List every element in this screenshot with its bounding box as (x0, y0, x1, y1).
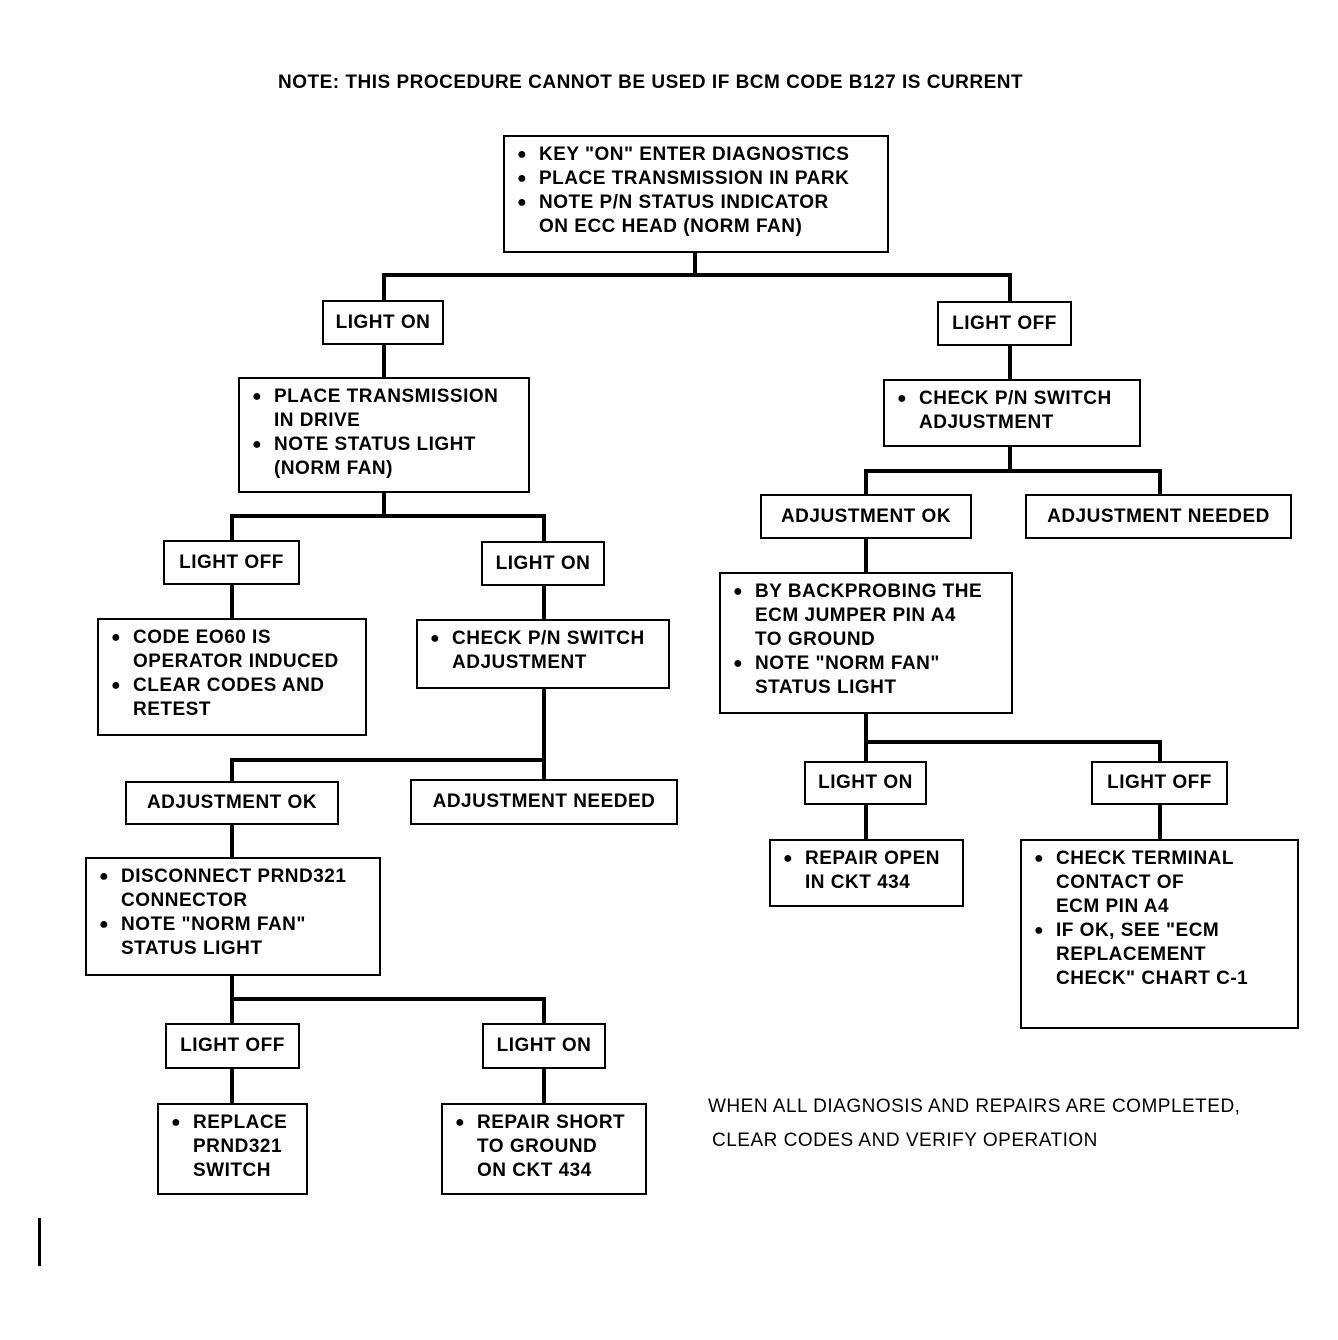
bullet-icon: ● (111, 677, 122, 694)
footer-note-line-2: CLEAR CODES AND VERIFY OPERATION (712, 1130, 1098, 1151)
instruction-item: ● IF OK, SEE "ECM REPLACEMENT CHECK" CHAR… (1034, 919, 1289, 991)
light-off-outcome-box: LIGHT OFF (937, 301, 1072, 346)
light-on-outcome-box: LIGHT ON (322, 300, 444, 345)
instruction-item: ● PLACE TRANSMISSION IN DRIVE (252, 385, 520, 433)
bullet-icon: ● (252, 436, 263, 453)
adjustment-ok-right-box: ADJUSTMENT OK (760, 494, 972, 539)
bullet-icon: ● (517, 146, 528, 163)
instruction-text: KEY "ON" ENTER DIAGNOSTICS (539, 144, 850, 165)
instruction-text: NOTE STATUS LIGHT (NORM FAN) (274, 434, 477, 479)
start-instructions-box: ● KEY "ON" ENTER DIAGNOSTICS ● PLACE TRANS… (503, 135, 889, 253)
instruction-text: PLACE TRANSMISSION IN PARK (539, 168, 850, 189)
instruction-item: ● NOTE STATUS LIGHT (NORM FAN) (252, 433, 520, 481)
revision-bar (38, 1218, 41, 1266)
bullet-icon: ● (1034, 922, 1045, 939)
place-drive-box: ● PLACE TRANSMISSION IN DRIVE ● NOTE STATU… (238, 377, 530, 493)
replace-prnd321-box: ● REPLACE PRND321 SWITCH (157, 1103, 308, 1195)
repair-open-box: ● REPAIR OPEN IN CKT 434 (769, 839, 964, 907)
instruction-text: CODE EO60 IS OPERATOR INDUCED (133, 627, 339, 672)
bullet-icon: ● (733, 655, 744, 672)
instruction-item: ● BY BACKPROBING THE ECM JUMPER PIN A4 TO… (733, 580, 1003, 652)
instruction-text: NOTE "NORM FAN" STATUS LIGHT (121, 914, 306, 959)
adjustment-ok-left-box: ADJUSTMENT OK (125, 781, 339, 825)
adjustment-needed-right-box: ADJUSTMENT NEEDED (1025, 494, 1292, 539)
instruction-text: DISCONNECT PRND321 CONNECTOR (121, 866, 347, 911)
disconnect-prnd321-box: ● DISCONNECT PRND321 CONNECTOR ● NOTE "NOR… (85, 857, 381, 976)
instruction-item: ● CHECK TERMINAL CONTACT OF ECM PIN A4 (1034, 847, 1289, 919)
bullet-icon: ● (517, 170, 528, 187)
instruction-item: ● NOTE "NORM FAN" STATUS LIGHT (733, 652, 1003, 700)
instruction-text: REPAIR SHORT TO GROUND ON CKT 434 (477, 1112, 626, 1181)
bullet-icon: ● (517, 194, 528, 211)
header-note: NOTE: THIS PROCEDURE CANNOT BE USED IF B… (278, 72, 1024, 93)
instruction-text: REPLACE PRND321 SWITCH (193, 1112, 288, 1181)
light-off-outcome-box: LIGHT OFF (163, 540, 300, 585)
instruction-item: ● REPAIR SHORT TO GROUND ON CKT 434 (455, 1111, 637, 1183)
instruction-text: NOTE P/N STATUS INDICATOR ON ECC HEAD (N… (539, 192, 829, 237)
adjustment-needed-left-box: ADJUSTMENT NEEDED (410, 779, 678, 825)
light-off-outcome-box: LIGHT OFF (1091, 761, 1228, 805)
bullet-icon: ● (455, 1114, 466, 1131)
instruction-text: CHECK TERMINAL CONTACT OF ECM PIN A4 (1056, 848, 1234, 917)
instruction-item: ● CHECK P/N SWITCH ADJUSTMENT (897, 387, 1131, 435)
check-terminal-box: ● CHECK TERMINAL CONTACT OF ECM PIN A4 ● I… (1020, 839, 1299, 1029)
check-pn-switch-left-box: ● CHECK P/N SWITCH ADJUSTMENT (416, 619, 670, 689)
light-on-outcome-box: LIGHT ON (481, 541, 605, 586)
repair-short-box: ● REPAIR SHORT TO GROUND ON CKT 434 (441, 1103, 647, 1195)
instruction-text: CLEAR CODES AND RETEST (133, 675, 325, 720)
instruction-text: IF OK, SEE "ECM REPLACEMENT CHECK" CHART… (1056, 920, 1249, 989)
light-on-outcome-box: LIGHT ON (804, 761, 927, 805)
instruction-item: ● KEY "ON" ENTER DIAGNOSTICS (517, 143, 879, 167)
instruction-item: ● CODE EO60 IS OPERATOR INDUCED (111, 626, 357, 674)
instruction-item: ● REPLACE PRND321 SWITCH (171, 1111, 298, 1183)
instruction-text: BY BACKPROBING THE ECM JUMPER PIN A4 TO … (755, 581, 983, 650)
bullet-icon: ● (897, 390, 908, 407)
instruction-item: ● PLACE TRANSMISSION IN PARK (517, 167, 879, 191)
backprobe-box: ● BY BACKPROBING THE ECM JUMPER PIN A4 TO… (719, 572, 1013, 714)
instruction-text: CHECK P/N SWITCH ADJUSTMENT (452, 628, 645, 673)
instruction-item: ● DISCONNECT PRND321 CONNECTOR (99, 865, 371, 913)
instruction-item: ● REPAIR OPEN IN CKT 434 (783, 847, 954, 895)
instruction-item: ● NOTE P/N STATUS INDICATOR ON ECC HEAD (… (517, 191, 879, 239)
light-off-outcome-box: LIGHT OFF (165, 1023, 300, 1069)
check-pn-switch-right-box: ● CHECK P/N SWITCH ADJUSTMENT (883, 379, 1141, 447)
instruction-item: ● CHECK P/N SWITCH ADJUSTMENT (430, 627, 660, 675)
light-on-outcome-box: LIGHT ON (482, 1023, 606, 1069)
footer-note-line-1: WHEN ALL DIAGNOSIS AND REPAIRS ARE COMPL… (708, 1096, 1241, 1117)
bullet-icon: ● (171, 1114, 182, 1131)
instruction-item: ● NOTE "NORM FAN" STATUS LIGHT (99, 913, 371, 961)
bullet-icon: ● (252, 388, 263, 405)
bullet-icon: ● (1034, 850, 1045, 867)
instruction-text: NOTE "NORM FAN" STATUS LIGHT (755, 653, 940, 698)
instruction-item: ● CLEAR CODES AND RETEST (111, 674, 357, 722)
instruction-text: REPAIR OPEN IN CKT 434 (805, 848, 941, 893)
bullet-icon: ● (99, 916, 110, 933)
bullet-icon: ● (430, 630, 441, 647)
bullet-icon: ● (99, 868, 110, 885)
instruction-text: CHECK P/N SWITCH ADJUSTMENT (919, 388, 1112, 433)
instruction-text: PLACE TRANSMISSION IN DRIVE (274, 386, 499, 431)
bullet-icon: ● (111, 629, 122, 646)
bullet-icon: ● (783, 850, 794, 867)
bullet-icon: ● (733, 583, 744, 600)
code-eo60-box: ● CODE EO60 IS OPERATOR INDUCED ● CLEAR CO… (97, 618, 367, 736)
